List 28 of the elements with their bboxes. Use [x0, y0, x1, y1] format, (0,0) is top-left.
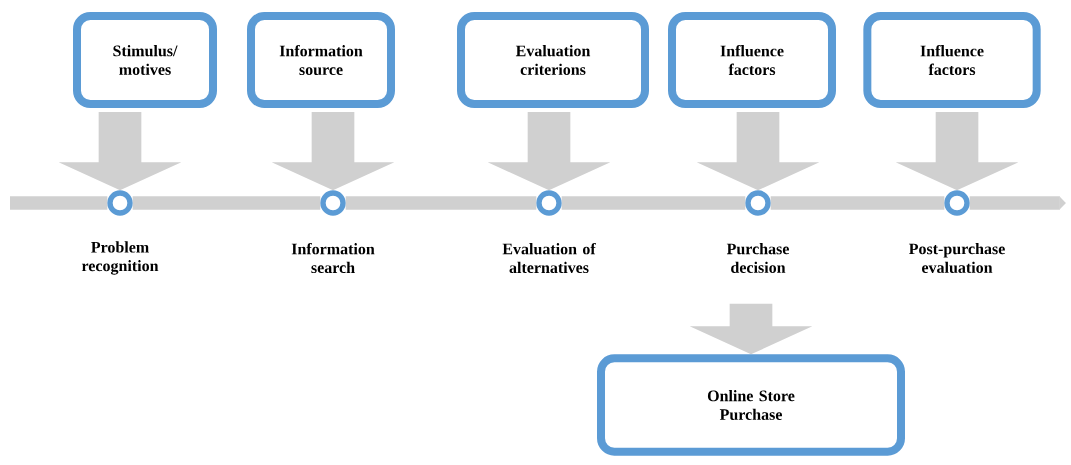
- timeline-circle: [745, 190, 771, 216]
- block-arrow: [58, 112, 182, 191]
- text-box: Evaluation criterions: [457, 12, 649, 108]
- stage-label: Evaluation of alternatives: [502, 242, 596, 274]
- timeline-circle: [944, 190, 970, 216]
- timeline-line: [132, 196, 321, 210]
- timeline-line: [561, 196, 746, 210]
- timeline-line: [10, 196, 108, 210]
- block-arrow: [271, 112, 395, 191]
- stage-label: Post-purchase evaluation: [909, 243, 1005, 273]
- timeline-circle: [107, 190, 133, 216]
- block-arrow: [689, 303, 813, 355]
- timeline-circle: [320, 190, 346, 216]
- block-arrow: [696, 112, 820, 191]
- timeline-line: [770, 196, 945, 210]
- stage-label: Information search: [291, 242, 375, 274]
- stage-label: Purchase decision: [726, 243, 789, 273]
- timeline-line: [345, 196, 537, 210]
- text-box: Stimulus/ motives: [73, 12, 217, 108]
- text-box: Online Store Purchase: [597, 354, 905, 456]
- timeline-line: [969, 196, 1066, 210]
- block-arrow: [895, 112, 1019, 191]
- timeline-circle: [536, 190, 562, 216]
- text-box: Information source: [247, 12, 395, 108]
- text-box: Influence factors: [863, 12, 1041, 108]
- stage-label: Problem recognition: [81, 241, 159, 275]
- text-box: Influence factors: [668, 12, 836, 108]
- block-arrow: [487, 112, 611, 191]
